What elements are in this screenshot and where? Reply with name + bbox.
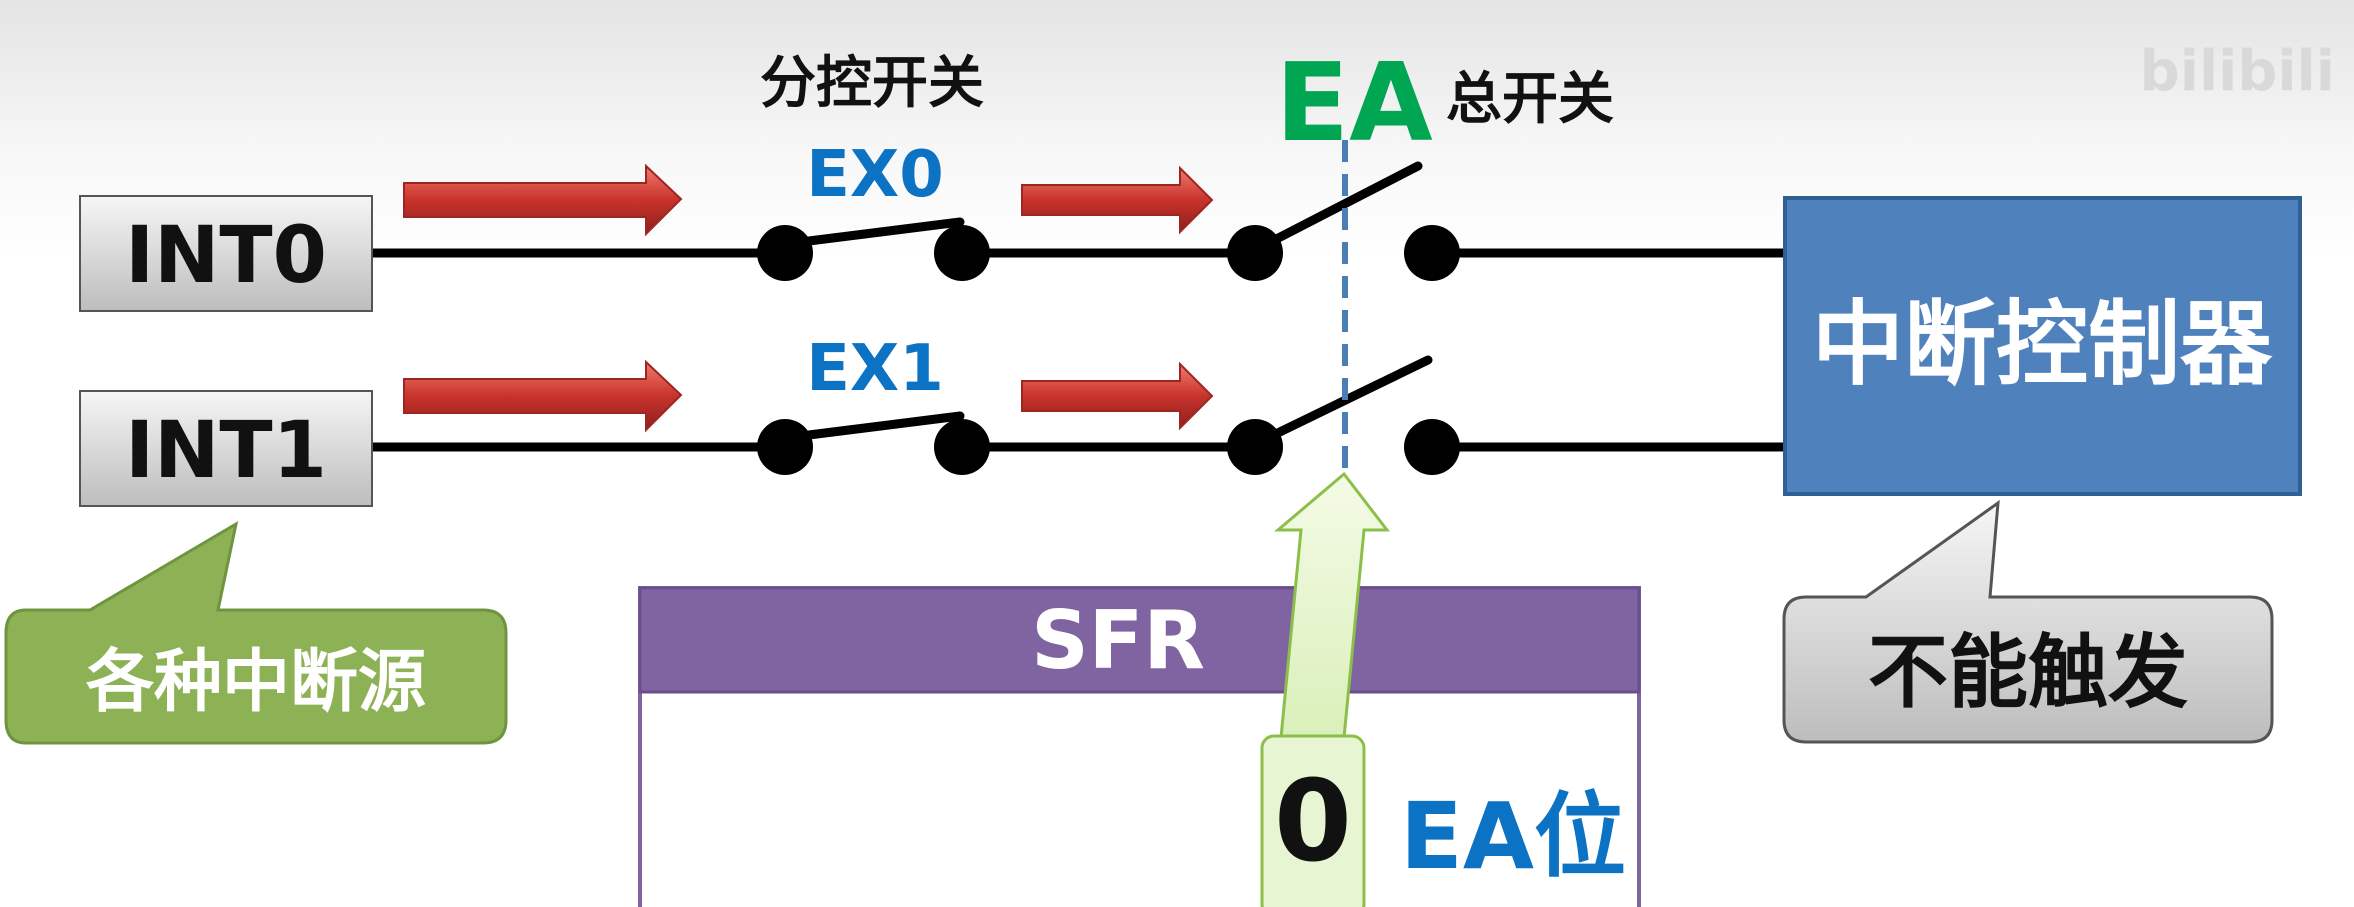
ea-lever-top bbox=[1250, 161, 1423, 255]
contact-dot-icon bbox=[757, 225, 813, 281]
red-right-arrow-icon bbox=[1021, 361, 1214, 431]
red-right-arrow-icon bbox=[403, 163, 683, 237]
contact-dot-icon bbox=[934, 225, 990, 281]
contact-dot-icon bbox=[757, 419, 813, 475]
flow-arrows bbox=[403, 163, 1214, 433]
int1-box bbox=[79, 390, 373, 507]
int1-label: INT1 bbox=[125, 406, 327, 496]
contact-dot-icon bbox=[1404, 225, 1460, 281]
wires bbox=[367, 248, 1790, 452]
ex1-label: EX1 bbox=[806, 332, 944, 406]
sfr-title: SFR bbox=[1031, 594, 1205, 687]
sources-callout-text: 各种中断源 bbox=[86, 643, 426, 722]
sfr-header bbox=[638, 586, 1641, 694]
int0-box bbox=[79, 195, 373, 312]
ea-lever-bottom bbox=[1250, 355, 1433, 449]
contact-dot-icon bbox=[1227, 225, 1283, 281]
watermark-logo: bilibili bbox=[2140, 39, 2335, 104]
result-callout-text: 不能触发 bbox=[1868, 626, 2188, 719]
interrupt-controller-label: 中断控制器 bbox=[1812, 291, 2273, 398]
ea-bit-value: 0 bbox=[1274, 757, 1352, 887]
contact-dot-icon bbox=[1404, 419, 1460, 475]
contact-dot-icon bbox=[934, 419, 990, 475]
result-callout-shape bbox=[1782, 499, 2274, 744]
ea-bit-cell bbox=[1260, 734, 1366, 907]
ex1-lever bbox=[780, 411, 965, 443]
switch-levers bbox=[780, 161, 1433, 449]
interrupt-controller-box bbox=[1783, 196, 2302, 496]
contact-dot-icon bbox=[1227, 419, 1283, 475]
ea-title: EA bbox=[1275, 41, 1433, 166]
ex0-lever bbox=[780, 217, 965, 249]
switch-contacts bbox=[757, 225, 1460, 475]
red-right-arrow-icon bbox=[1021, 165, 1214, 235]
ea-bit-name: EA位 bbox=[1400, 783, 1626, 890]
int0-label: INT0 bbox=[125, 211, 327, 301]
ex0-label: EX0 bbox=[806, 138, 944, 212]
red-right-arrow-icon bbox=[403, 359, 683, 433]
branch-switch-label: 分控开关 bbox=[760, 51, 984, 116]
sources-callout-shape bbox=[4, 520, 508, 745]
master-switch-label: 总开关 bbox=[1446, 67, 1614, 132]
